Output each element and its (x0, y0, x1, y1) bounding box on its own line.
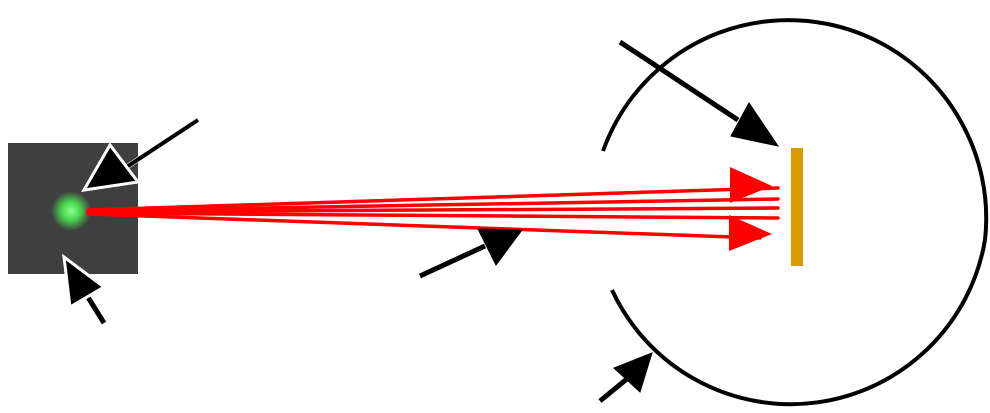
arrow-icon (600, 353, 652, 401)
target-bar (791, 148, 803, 266)
arrow-icon (620, 42, 778, 146)
beam-arrowhead-lower (729, 215, 772, 251)
beam-rays (88, 188, 778, 238)
pointer-arrows (64, 42, 778, 401)
source-light (51, 191, 91, 231)
arrow-icon (420, 229, 522, 276)
